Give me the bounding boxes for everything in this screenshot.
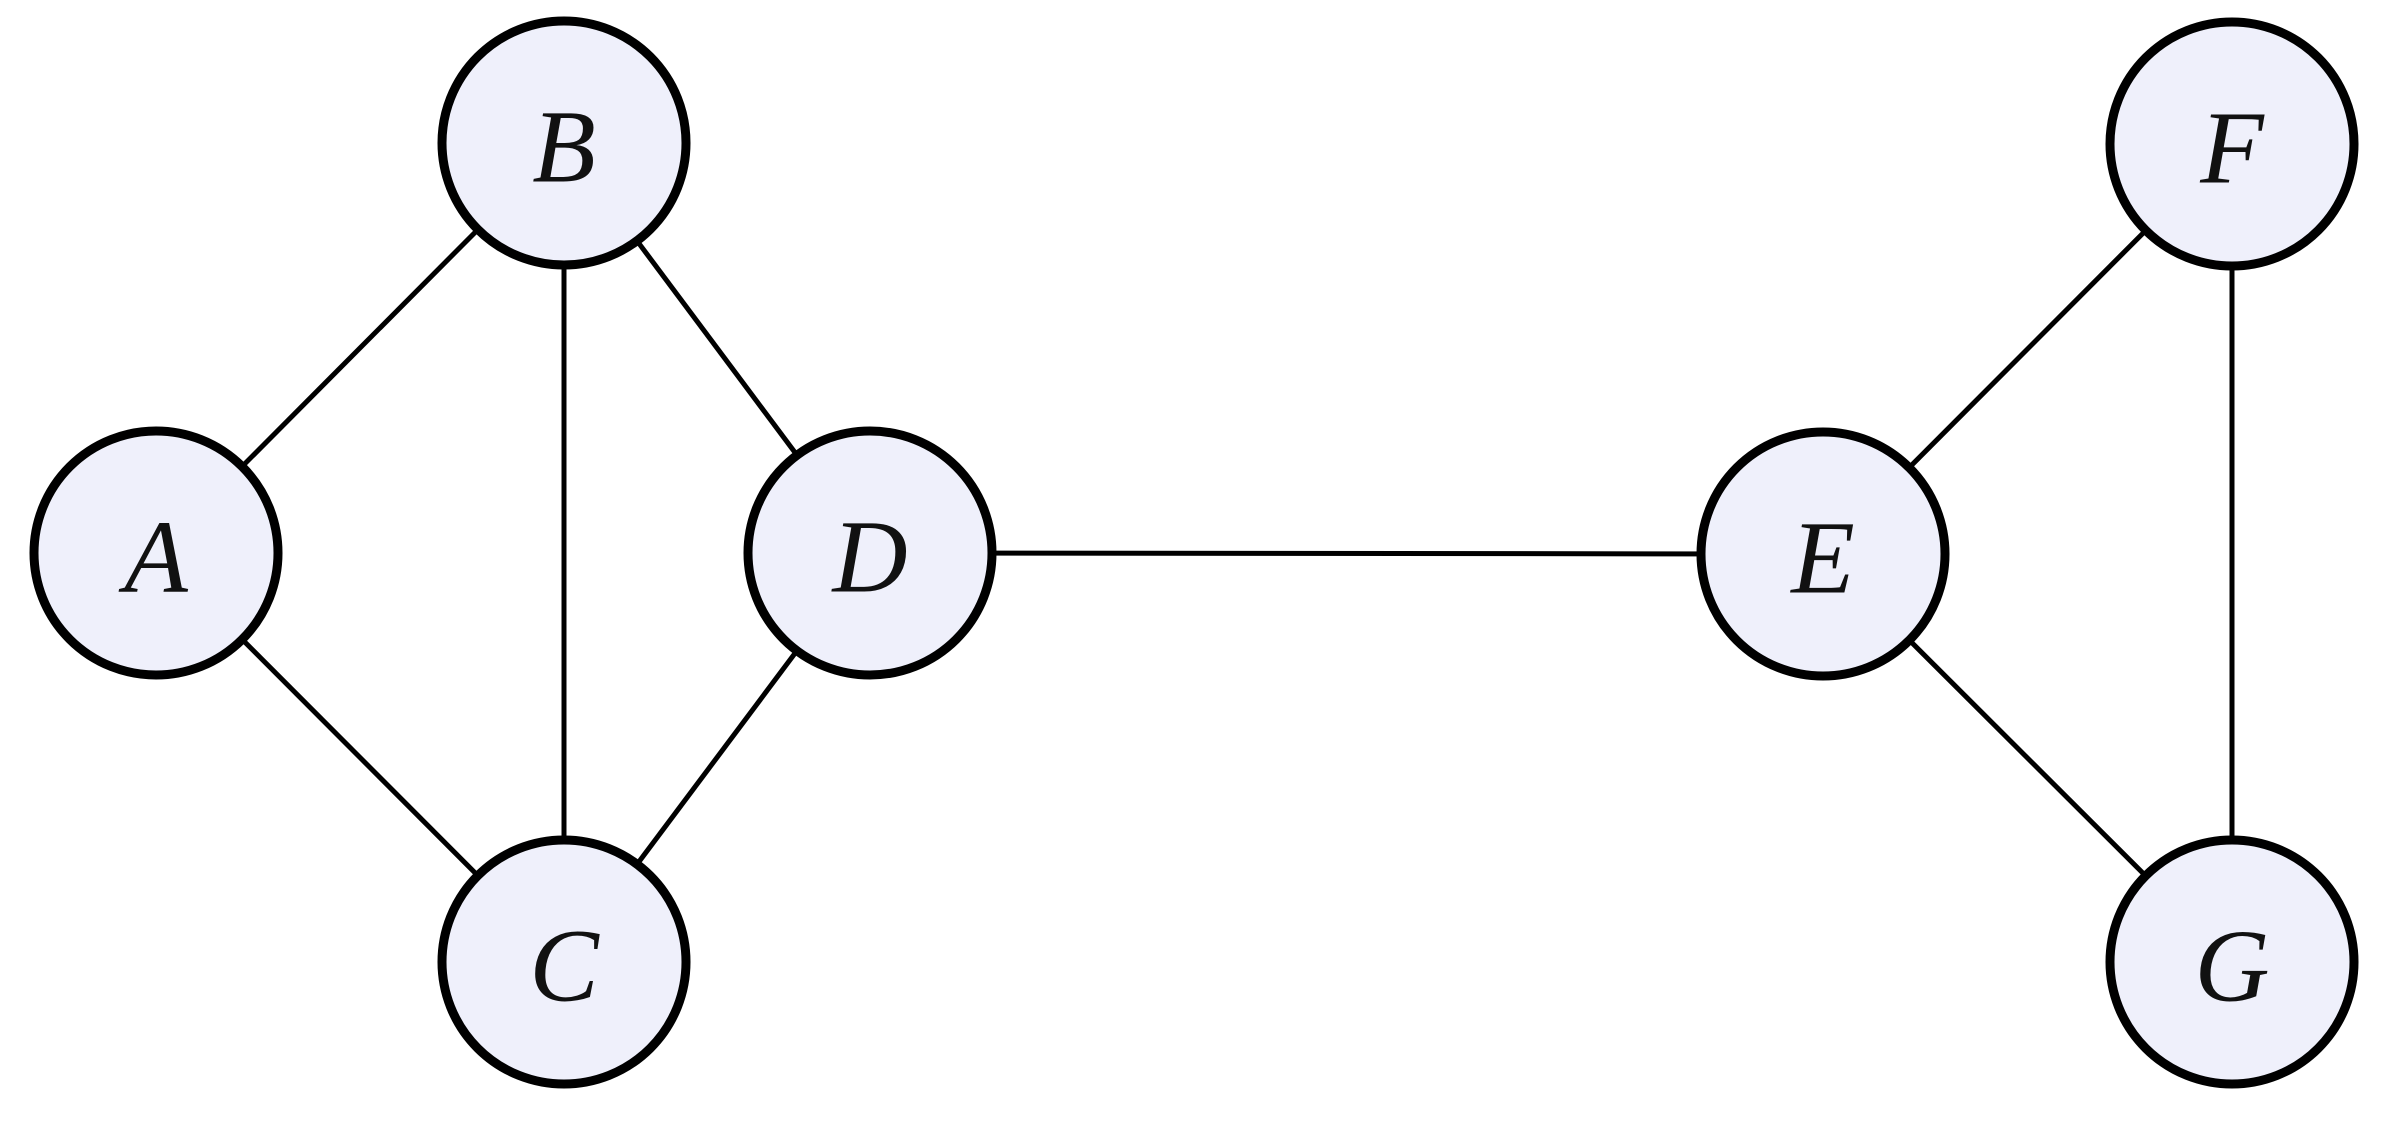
edge-d-e[interactable]: [869, 550, 1824, 557]
node-layer: A B C D E F G: [29, 16, 2359, 1089]
node-c-circle[interactable]: [437, 835, 691, 1089]
node-g-label: G: [2194, 909, 2269, 1024]
node-d[interactable]: D: [743, 426, 997, 680]
node-f[interactable]: F: [2105, 17, 2359, 271]
node-e-circle[interactable]: [1696, 427, 1950, 681]
node-a-circle[interactable]: [29, 426, 283, 680]
node-g-circle[interactable]: [2105, 835, 2359, 1089]
node-f-label: F: [2199, 91, 2265, 206]
node-b-circle[interactable]: [437, 16, 691, 270]
node-e[interactable]: E: [1696, 427, 1950, 681]
node-f-circle[interactable]: [2105, 17, 2359, 271]
node-c-label: C: [529, 909, 600, 1024]
node-c[interactable]: C: [437, 835, 691, 1089]
node-b-label: B: [532, 90, 596, 205]
node-d-label: D: [830, 500, 907, 615]
node-e-label: E: [1789, 501, 1855, 616]
node-d-circle[interactable]: [743, 426, 997, 680]
node-b[interactable]: B: [437, 16, 691, 270]
node-a-label: A: [118, 500, 188, 615]
node-g[interactable]: G: [2105, 835, 2359, 1089]
node-a[interactable]: A: [29, 426, 283, 680]
